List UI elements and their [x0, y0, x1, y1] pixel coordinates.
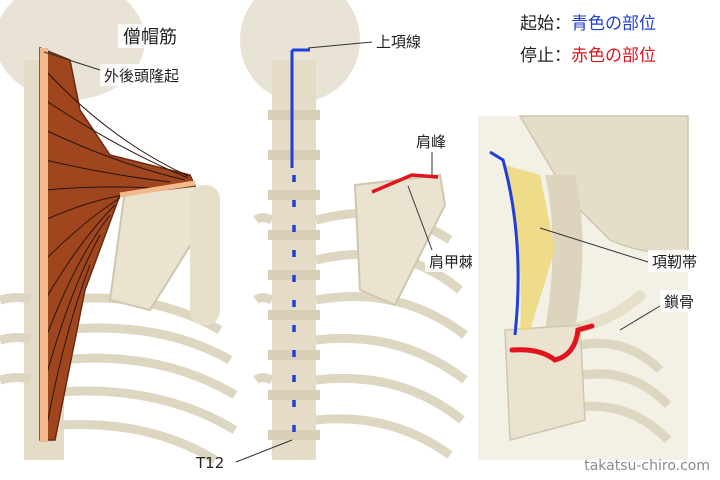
nuchal-label-bg: [372, 30, 442, 52]
muscle-fibers: [44, 69, 189, 421]
muscle-name-bg: [118, 24, 192, 48]
panel-1-back-view: 僧帽筋 外後頭隆起: [0, 0, 238, 464]
insertion-red-side: [509, 323, 595, 363]
watermark: takatsu-chiro.com: [584, 458, 710, 474]
origin-aponeurosis: [40, 48, 48, 442]
occipital-label-bg: [100, 64, 194, 86]
t12-label: T12: [195, 454, 224, 472]
t12-leader: [235, 439, 293, 463]
occipital-label: 外後頭隆起: [104, 67, 179, 85]
insertion-acromion-spine: [371, 173, 439, 194]
spine-of-scapula-label: 肩甲棘: [429, 253, 474, 271]
nuchal-ligament: [505, 165, 555, 330]
legend-insertion-text: 赤色の部位: [571, 46, 656, 66]
acromion-label: 肩峰: [416, 133, 446, 151]
legend-insertion-prefix: 停止：: [520, 46, 571, 66]
acromion-label-bg: [412, 130, 462, 152]
origin-blue-side: [489, 150, 520, 336]
nuchal-ligament-label: 項靭帯: [652, 253, 697, 271]
muscle-name-label: 僧帽筋: [123, 27, 177, 48]
color-legend: 起始：青色の部位 停止：赤色の部位: [520, 8, 656, 72]
clavicle-leader: [619, 305, 661, 331]
legend-origin-text: 青色の部位: [571, 14, 656, 34]
origin-superior-nuchal: [290, 48, 310, 168]
legend-origin: 起始：青色の部位: [520, 8, 656, 40]
nuchal-ligament-leader: [539, 227, 649, 263]
panel-2-origin-insertion: 上項線 肩峰 肩甲棘 T12: [195, 0, 491, 472]
trapezius-muscle: [39, 46, 197, 441]
legend-insertion: 停止：赤色の部位: [520, 40, 656, 72]
occipital-leader: [43, 51, 101, 71]
spine-leader: [407, 185, 433, 251]
humerus: [190, 185, 220, 325]
nuchal-ligament-label-bg: [648, 250, 714, 272]
clavicle-label: 鎖骨: [664, 293, 694, 311]
divider-2: [472, 0, 475, 480]
panel-3-side-view: 項靭帯 鎖骨: [478, 115, 714, 460]
legend-origin-prefix: 起始：: [520, 14, 571, 34]
scapula: [108, 183, 202, 312]
clavicle-label-bg: [660, 290, 714, 312]
superior-nuchal-label: 上項線: [376, 33, 421, 51]
nuchal-leader: [307, 41, 373, 49]
insertion-edge: [119, 180, 196, 198]
cervical-spine: [545, 175, 583, 330]
divider-1: [252, 0, 255, 480]
scapula-2: [353, 173, 447, 307]
